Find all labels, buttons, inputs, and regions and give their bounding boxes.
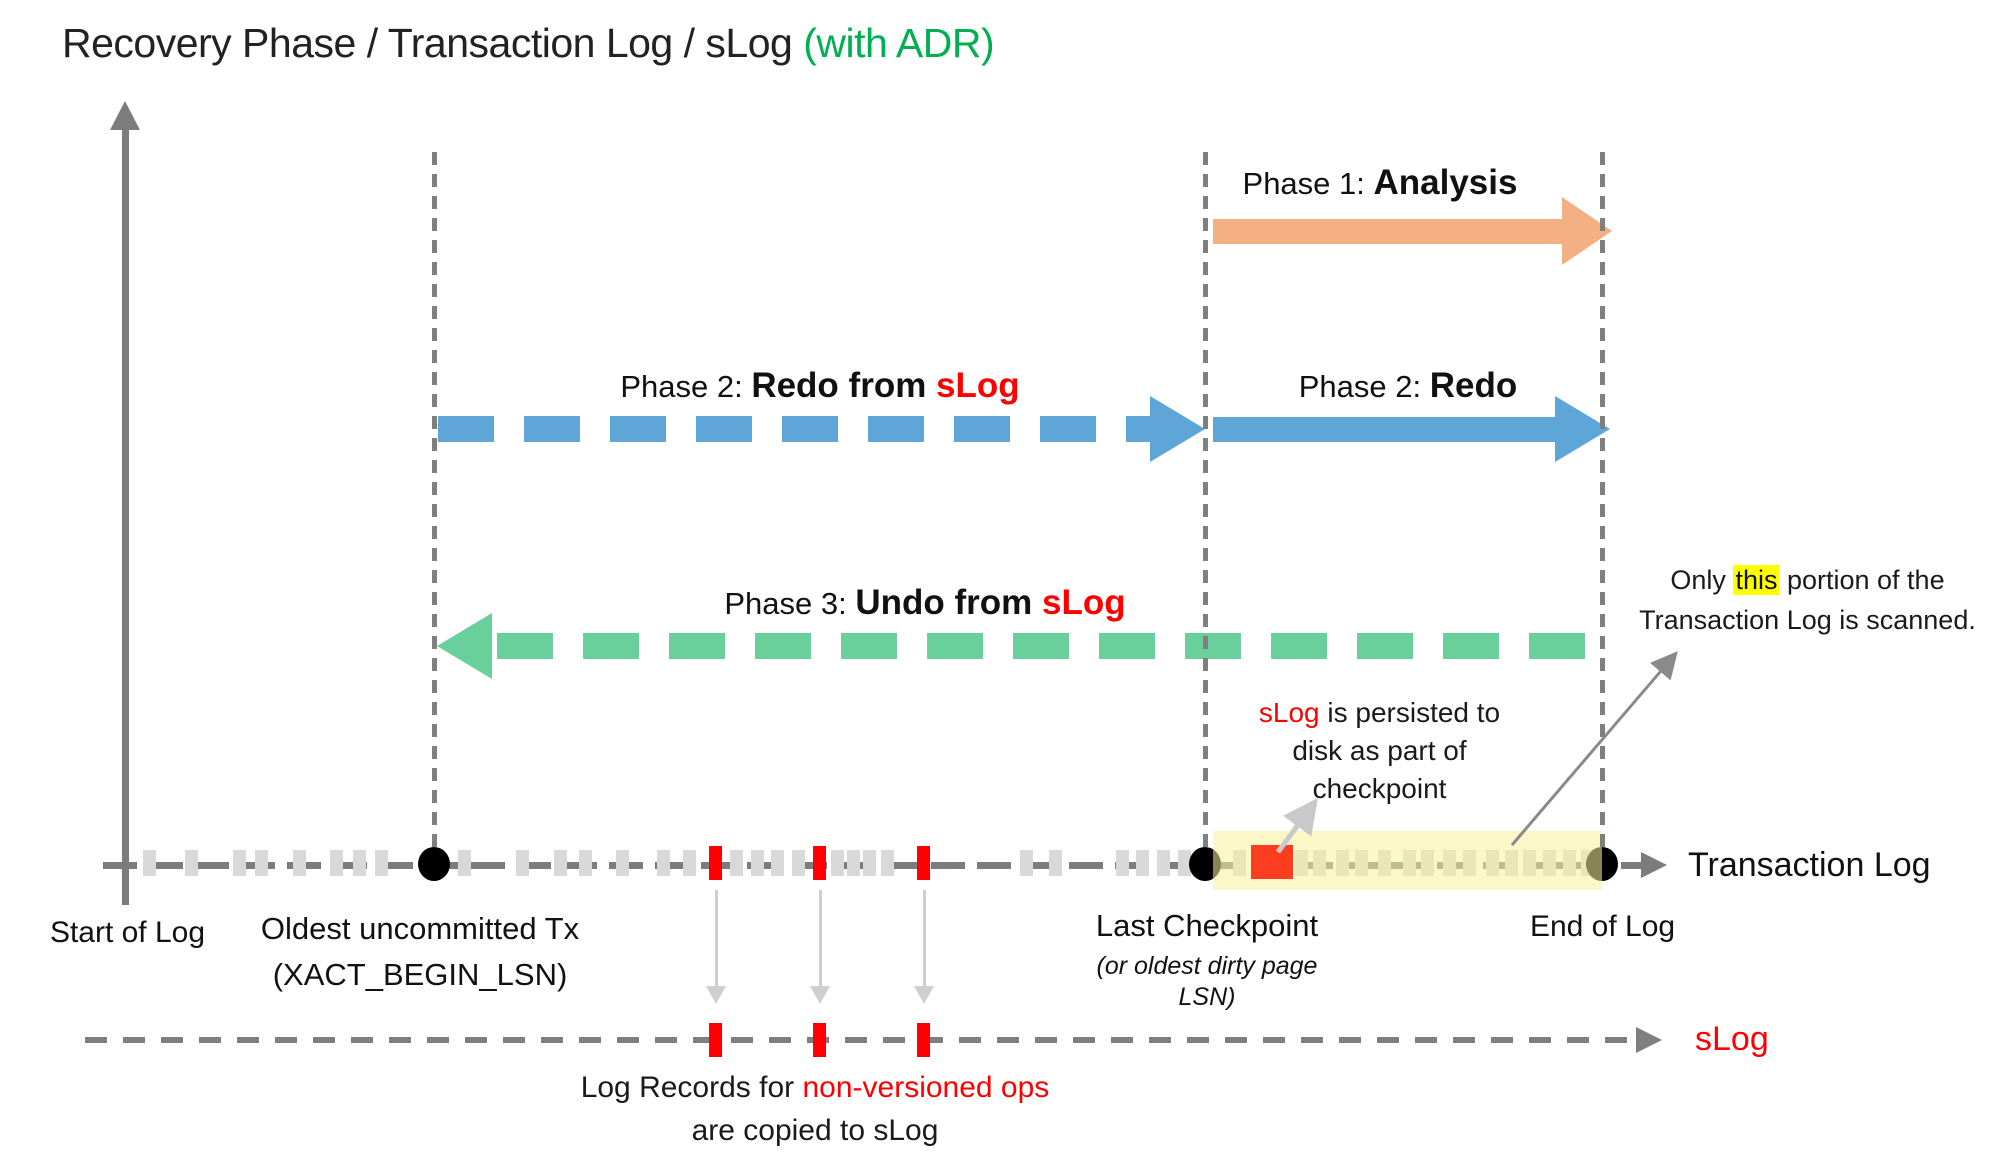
phase2-name: Redo xyxy=(1429,366,1518,405)
log-tick xyxy=(185,850,198,876)
phase1-analysis-arrow xyxy=(1213,219,1565,244)
copy-to-slog-arrowhead-icon xyxy=(914,986,934,1004)
slog-timeline-line xyxy=(85,1037,1636,1043)
non-versioned-op-tick xyxy=(813,846,826,880)
log-tick xyxy=(353,850,366,876)
guide-line-end-of-log xyxy=(1600,152,1605,855)
log-tick xyxy=(847,850,860,876)
log-tick xyxy=(516,850,529,876)
log-tick xyxy=(1157,850,1170,876)
log-tick xyxy=(616,850,629,876)
phase2-slog-target: sLog xyxy=(936,366,1020,405)
copy-to-slog-note: Log Records for non-versioned ops are co… xyxy=(505,1066,1125,1152)
phase3-prefix: Phase 3: xyxy=(724,586,856,621)
phase2-label: Phase 2: Redo xyxy=(1208,366,1608,406)
log-tick xyxy=(1136,850,1149,876)
log-tick xyxy=(863,850,876,876)
log-tick xyxy=(255,850,268,876)
log-tick xyxy=(1178,850,1191,876)
log-tick xyxy=(683,850,696,876)
last-checkpoint-sub1: (or oldest dirty page xyxy=(1096,952,1318,980)
guide-line-oldest-uncommitted-tx xyxy=(432,152,437,855)
copy-to-slog-arrowhead-icon xyxy=(706,986,726,1004)
log-tick xyxy=(751,850,764,876)
vertical-axis-arrowhead-icon xyxy=(110,101,140,130)
vertical-axis-line xyxy=(122,128,129,905)
phase2-slog-action: Redo from xyxy=(751,366,937,405)
log-tick xyxy=(1020,850,1033,876)
copy-note-red1: non-versioned ops xyxy=(802,1071,1050,1104)
log-tick xyxy=(831,850,844,876)
log-tick xyxy=(554,850,567,876)
copy-to-slog-arrow-line xyxy=(923,890,926,988)
non-versioned-op-tick xyxy=(709,846,722,880)
oldest-uncommitted-tx-label: Oldest uncommitted Tx (XACT_BEGIN_LSN) xyxy=(190,906,650,998)
last-checkpoint-label: Last Checkpoint (or oldest dirty page LS… xyxy=(1055,908,1359,1013)
persist-note-slog: sLog xyxy=(1258,697,1320,728)
guide-line-last-checkpoint xyxy=(1203,152,1208,855)
transaction-log-label: Transaction Log xyxy=(1688,846,1931,884)
log-tick xyxy=(143,850,156,876)
start-of-log-label: Start of Log xyxy=(49,916,206,949)
scan-note-highlight: this xyxy=(1733,565,1780,595)
phase2-redo-from-slog-arrow xyxy=(438,416,1152,442)
phase1-label: Phase 1: Analysis xyxy=(1180,163,1580,203)
phase2-prefix: Phase 2: xyxy=(1298,369,1430,404)
log-tick xyxy=(579,850,592,876)
log-tick xyxy=(1049,850,1062,876)
log-tick xyxy=(375,850,388,876)
slog-record-tick xyxy=(709,1023,722,1057)
copy-note-black1: Log Records for xyxy=(580,1071,803,1104)
log-tick xyxy=(293,850,306,876)
scan-note-pre: Only xyxy=(1670,565,1734,595)
persist-note-line2: disk as part of xyxy=(1292,735,1467,766)
phase1-prefix: Phase 1: xyxy=(1242,166,1374,201)
log-tick xyxy=(233,850,246,876)
log-tick xyxy=(458,850,471,876)
last-checkpoint-sub2: LSN) xyxy=(1178,983,1236,1011)
log-tick xyxy=(792,850,805,876)
scan-note: Only this portion of the Transaction Log… xyxy=(1625,560,1990,640)
oldest-tx-line2: (XACT_BEGIN_LSN) xyxy=(272,957,568,992)
log-tick xyxy=(330,850,343,876)
slog-persist-note: sLog is persisted to disk as part of che… xyxy=(1227,694,1532,808)
log-tick xyxy=(730,850,743,876)
phase3-undo-from-slog-arrow xyxy=(497,633,1607,659)
page-title: Recovery Phase / Transaction Log / sLog … xyxy=(62,20,995,67)
copy-note-line2: are copied to sLog xyxy=(691,1114,939,1147)
slog-label: sLog xyxy=(1695,1020,1769,1058)
slog-arrowhead-icon xyxy=(1636,1027,1662,1053)
phase2-slog-label: Phase 2: Redo from sLog xyxy=(520,366,1120,406)
log-tick xyxy=(771,850,784,876)
persist-note-line3: checkpoint xyxy=(1312,773,1447,804)
phase3-action: Undo from xyxy=(855,583,1042,622)
copy-to-slog-arrow-line xyxy=(819,890,822,988)
page-title-main: Recovery Phase / Transaction Log / sLog xyxy=(62,20,804,66)
oldest-tx-line1: Oldest uncommitted Tx xyxy=(260,911,580,946)
phase3-label: Phase 3: Undo from sLog xyxy=(625,583,1225,623)
slog-persisted-marker xyxy=(1251,845,1293,879)
last-checkpoint-line1: Last Checkpoint xyxy=(1095,908,1319,943)
scan-note-post: portion of the xyxy=(1779,565,1945,595)
phase2-slog-prefix: Phase 2: xyxy=(620,369,752,404)
transaction-log-arrowhead-icon xyxy=(1641,852,1667,878)
log-tick xyxy=(1116,850,1129,876)
copy-to-slog-arrowhead-icon xyxy=(810,986,830,1004)
phase3-arrowhead-icon xyxy=(437,613,492,679)
log-tick xyxy=(657,850,670,876)
phase1-name: Analysis xyxy=(1373,163,1518,202)
scan-note-pointer-arrow xyxy=(1510,651,1678,846)
phase2-redo-arrow xyxy=(1213,417,1557,442)
log-tick xyxy=(881,850,894,876)
slog-record-tick xyxy=(917,1023,930,1057)
page-title-adr-accent: (with ADR) xyxy=(803,20,995,66)
persist-note-rest1: is persisted to xyxy=(1319,697,1501,728)
phase2-slog-arrowhead-icon xyxy=(1150,396,1205,462)
slog-record-tick xyxy=(813,1023,826,1057)
scan-note-line2: Transaction Log is scanned. xyxy=(1639,605,1976,635)
phase3-target: sLog xyxy=(1042,583,1126,622)
end-of-log-label: End of Log xyxy=(1529,910,1676,943)
copy-to-slog-arrow-line xyxy=(715,890,718,988)
non-versioned-op-tick xyxy=(917,846,930,880)
